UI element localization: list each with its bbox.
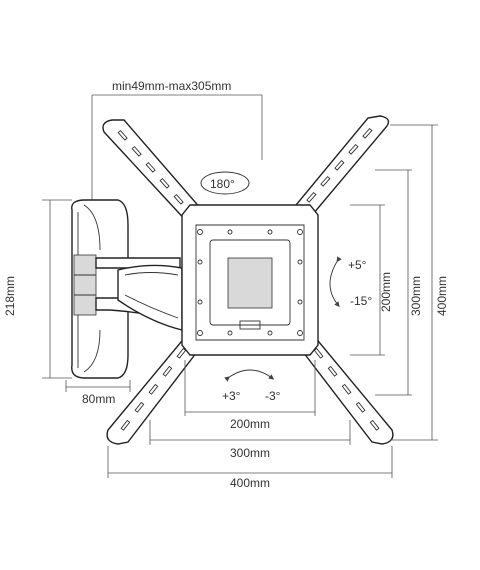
vesa-400-height-label: 400mm [435, 276, 449, 316]
wall-plate [71, 199, 129, 379]
tv-plate [181, 204, 319, 356]
wall-plate-width-label: 80mm [82, 392, 115, 406]
vesa-arm-bottom-right [299, 335, 394, 445]
wall-plate-width-dimension: 80mm [65, 380, 131, 406]
vesa-arm-top-right [295, 115, 390, 222]
vesa-400-width-label: 400mm [230, 476, 270, 490]
vesa-width-dimensions: 200mm 300mm 400mm [107, 360, 393, 490]
arm-extension-dimension: min49mm-max305mm [91, 79, 263, 205]
rotation-label: 180° [210, 177, 235, 191]
arm-extension-label: min49mm-max305mm [112, 79, 231, 93]
swivel-indicator: +3° -3° [222, 369, 281, 403]
vesa-arm-bottom-left [106, 335, 201, 445]
tilt-down-label: -15° [350, 294, 372, 308]
vesa-200-height-label: 200mm [379, 272, 393, 312]
vesa-300-height-label: 300mm [409, 276, 423, 316]
tilt-up-label: +5° [348, 258, 367, 272]
vesa-200-width-label: 200mm [230, 417, 270, 431]
vesa-300-width-label: 300mm [230, 446, 270, 460]
vesa-arm-top-left [102, 119, 203, 227]
rotation-indicator: 180° [200, 171, 250, 195]
swivel-right-label: -3° [265, 389, 281, 403]
wall-plate-height-dimension: 218mm [3, 199, 72, 379]
vesa-height-dimensions: 200mm 300mm 400mm [350, 124, 449, 441]
swivel-left-label: +3° [222, 389, 241, 403]
wall-plate-height-label: 218mm [3, 276, 17, 316]
tilt-indicator: +5° -15° [329, 256, 372, 308]
